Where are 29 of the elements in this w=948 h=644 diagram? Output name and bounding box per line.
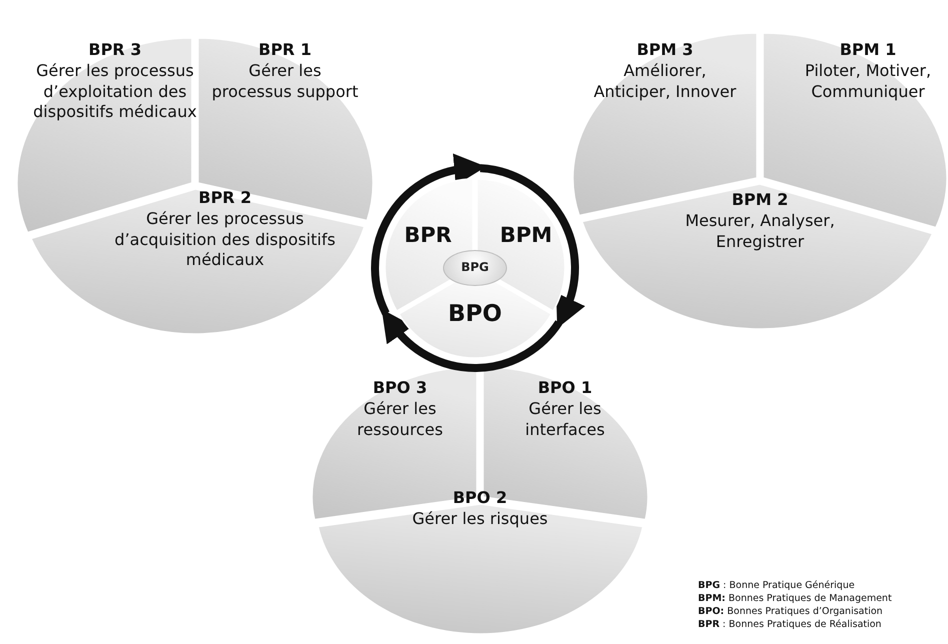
sector-heading: BPO 3 xyxy=(372,378,428,399)
sector-text: Améliorer, Anticiper, Innover xyxy=(592,60,738,102)
cycle-arrow xyxy=(380,310,562,372)
sector-text: Gérer les interfaces xyxy=(524,398,606,440)
hub-label: BPG xyxy=(460,260,490,274)
legend-note: BPM: Bonnes Pratiques de Management xyxy=(698,593,892,604)
pie-sector xyxy=(30,188,364,334)
legend-note: BPO: Bonnes Pratiques d’Organisation xyxy=(698,606,883,617)
sector-heading: BPO 1 xyxy=(536,378,594,399)
sector-heading: BPR 1 xyxy=(258,40,312,61)
sector-label: BPM xyxy=(498,222,554,249)
sector-heading: BPM 2 xyxy=(730,190,790,211)
sector-text: Gérer les risques xyxy=(411,508,549,530)
sector-heading: BPR 3 xyxy=(88,40,142,61)
sector-label: BPO xyxy=(447,300,503,329)
sector-text: Gérer les processus d’exploitation des dispositifs médicaux xyxy=(32,60,198,124)
legend-note: BPR : Bonnes Pratiques de Réalisation xyxy=(698,619,882,630)
sector-text: Piloter, Motiver, Communiquer xyxy=(804,60,932,102)
sector-text: Gérer les processus support xyxy=(210,60,360,102)
sector-label: BPR xyxy=(403,222,453,249)
sector-heading: BPO 2 xyxy=(452,488,508,509)
sector-text: Gérer les processus d’acquisition des dispositifs médicaux xyxy=(114,208,336,272)
sector-text: Gérer les ressources xyxy=(356,398,444,440)
sector-heading: BPM 3 xyxy=(636,40,694,61)
sector-text: Mesurer, Analyser, Enregistrer xyxy=(684,210,836,252)
sector-heading: BPM 1 xyxy=(838,40,898,61)
pie-sector xyxy=(582,184,933,329)
legend-note: BPG : Bonne Pratique Générique xyxy=(698,580,855,591)
sector-heading: BPR 2 xyxy=(198,188,252,209)
